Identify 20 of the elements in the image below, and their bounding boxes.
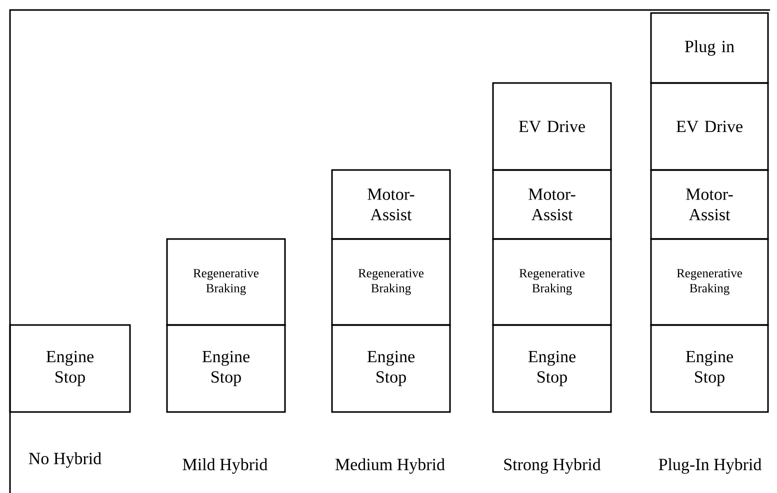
feature-box: Regenerative Braking [166, 238, 286, 326]
category-label: Strong Hybrid [504, 458, 601, 474]
category-label: Plug-In Hybrid [658, 458, 762, 474]
feature-box: Motor-Assist [492, 169, 612, 240]
feature-box: EV Drive [492, 82, 612, 171]
feature-box: Regenerative Braking [650, 238, 769, 326]
feature-box: Engine Stop [650, 324, 769, 413]
feature-box: EV Drive [650, 82, 769, 171]
feature-box: Plug in [650, 12, 769, 84]
category-label: Medium Hybrid [335, 458, 445, 474]
category-label: Mild Hybrid [182, 458, 268, 474]
feature-box: Motor-Assist [650, 169, 769, 240]
feature-box: Motor-Assist [331, 169, 451, 240]
feature-box: Engine Stop [166, 324, 286, 413]
category-label: No Hybrid [28, 452, 102, 468]
feature-box: Engine Stop [9, 324, 131, 413]
feature-box: Engine Stop [331, 324, 451, 413]
feature-box: Regenerative Braking [331, 238, 451, 326]
feature-box: Engine Stop [492, 324, 612, 413]
feature-box: Regenerative Braking [492, 238, 612, 326]
